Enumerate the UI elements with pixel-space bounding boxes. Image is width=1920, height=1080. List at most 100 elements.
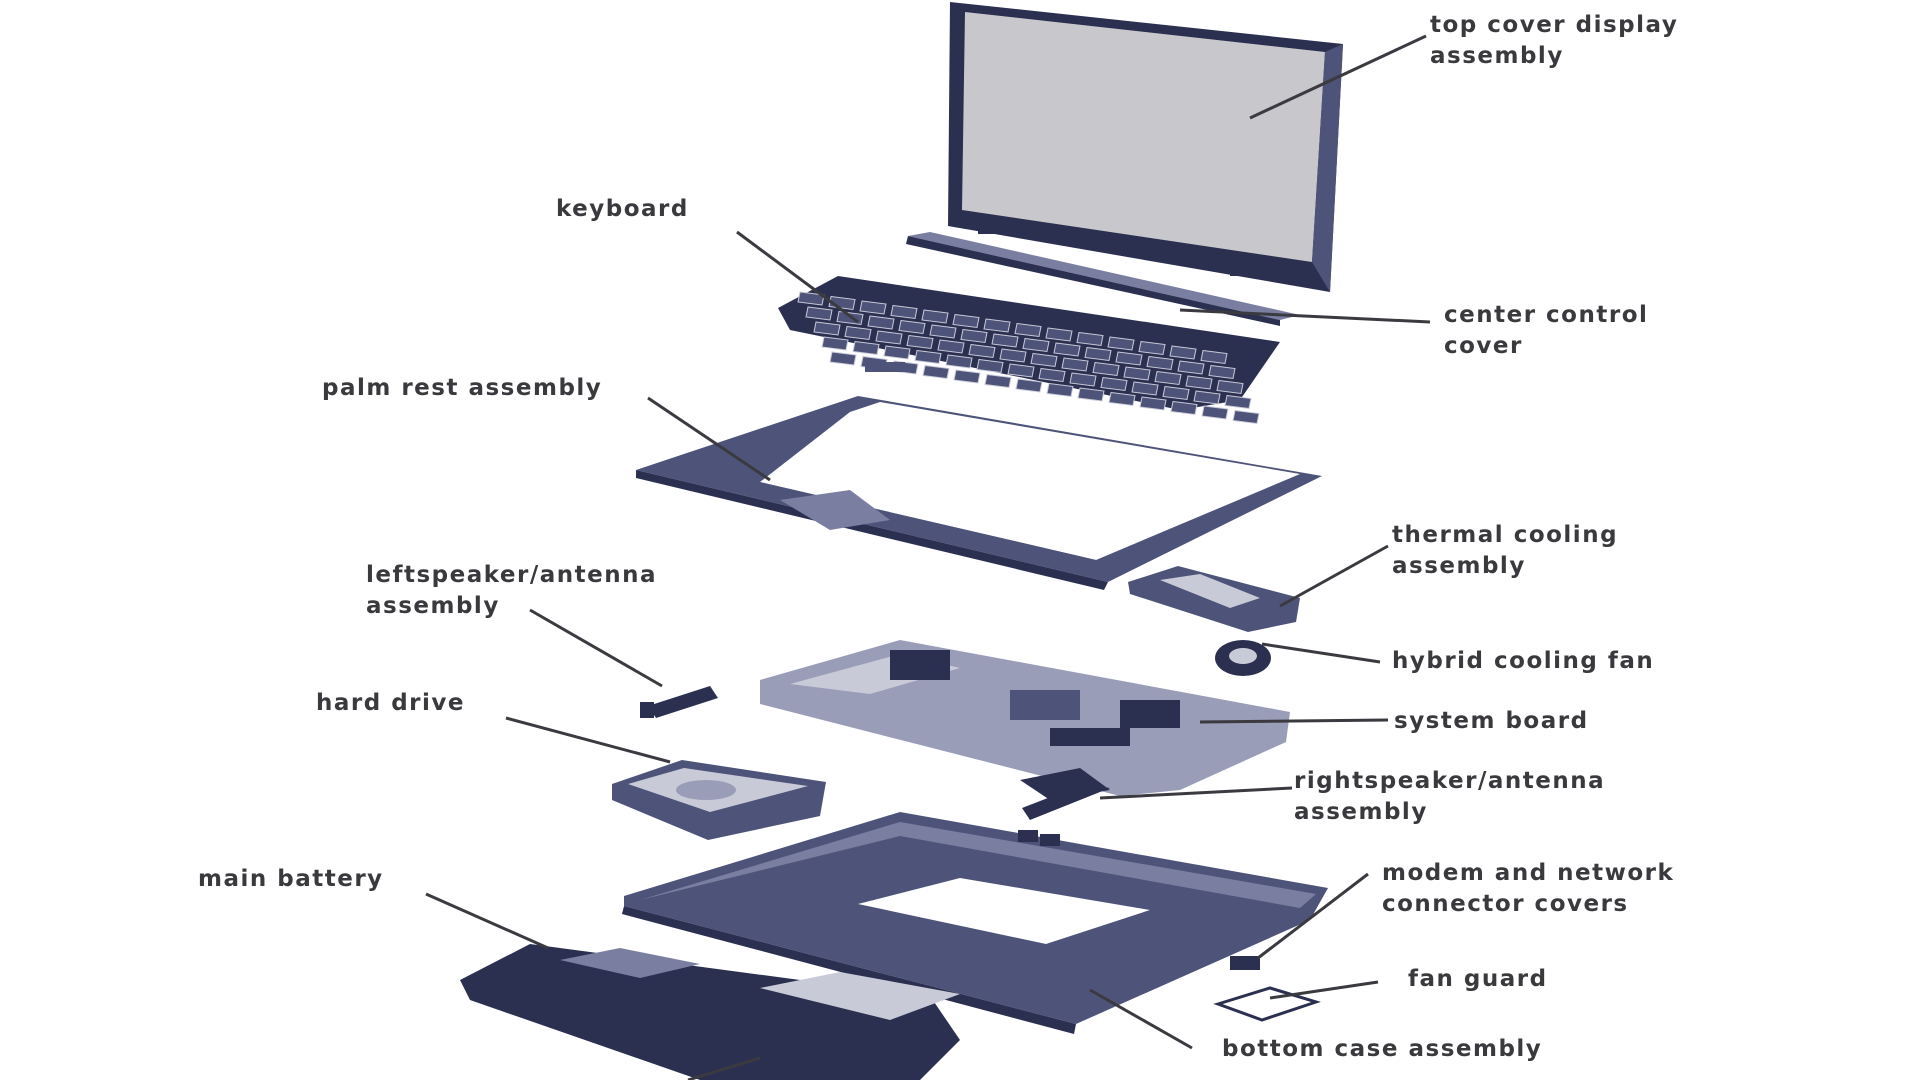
label-line: hard drive [316,690,465,716]
main-battery-part [460,944,960,1080]
keyboard-key [1123,366,1151,381]
keyboard-key [890,304,918,320]
keyboard-key [1077,387,1105,402]
label-line: cover [1444,333,1523,359]
keyboard-key [999,348,1027,363]
thermal-cooling-part [1128,566,1300,632]
label-line: main battery [198,866,384,892]
keyboard-key [1038,367,1066,383]
keyboard-key [937,339,965,354]
label-line: leftspeaker/antenna [366,562,658,588]
keyboard-key [1208,364,1236,380]
label-line: thermal cooling [1392,522,1619,548]
keyboard-key [1201,405,1229,420]
keyboard-key [968,343,996,359]
keyboard-key [813,321,841,336]
keyboard-key [976,358,1004,374]
keyboard-key [1170,400,1198,416]
display-assembly [948,2,1343,292]
modem-covers-part [1230,956,1260,970]
keyboard-key [1015,378,1043,393]
system-board-part [760,640,1290,800]
label-line: assembly [366,593,500,619]
label-right-speaker-antenna-assembly: rightspeaker/antenna assembly [1294,766,1605,828]
keyboard-key [929,324,957,339]
keyboard-key [1138,340,1166,356]
hard-drive-part [612,760,826,840]
keyboard-key [1216,379,1244,395]
keyboard-key [922,364,950,380]
label-line: assembly [1294,799,1428,825]
keyboard-key [797,291,825,306]
keyboard-key [1131,381,1159,396]
label-line: top cover display [1430,12,1679,38]
label-line: assembly [1430,43,1564,69]
keyboard-key [984,373,1012,389]
keyboard-key [945,354,973,369]
keyboard-key [1232,409,1260,425]
keyboard-key [983,318,1011,333]
label-line: hybrid cooling fan [1392,648,1655,674]
keyboard-key [1092,361,1120,377]
keyboard-key [1053,342,1081,357]
keyboard-key [829,351,857,366]
label-bottom-case-assembly: bottom case assembly [1222,1034,1542,1065]
keyboard-key [821,336,849,351]
keyboard-key [1154,370,1182,386]
keyboard-key [1200,349,1228,365]
label-fan-guard: fan guard [1408,964,1548,995]
keyboard-key [844,325,872,341]
label-line: assembly [1392,553,1526,579]
label-top-cover-display-assembly: top cover display assembly [1430,10,1678,72]
keyboard-key [805,306,833,321]
keyboard-key [867,315,895,330]
keyboard-key [991,333,1019,348]
keyboard-key [1139,396,1167,411]
keyboard-key [1146,355,1174,371]
keyboard-key [1022,337,1050,353]
keyboard-key [1162,385,1190,401]
keyboard-key [921,309,949,324]
palm-rest-part [636,396,1322,590]
keyboard-key [1224,394,1252,410]
keyboard-key [1185,375,1213,390]
label-main-battery: main battery [198,864,384,895]
label-hard-drive: hard drive [316,688,465,719]
label-modem-and-network-connector-covers: modem and network connector covers [1382,858,1674,920]
cooling-fan-part [1215,640,1271,676]
keyboard-key [859,300,887,315]
center-control-cover [906,232,1300,326]
label-palm-rest-assembly: palm rest assembly [322,373,602,404]
fan-guard-part [1213,986,1321,1022]
keyboard-key [952,313,980,329]
keyboard-key [1115,351,1143,366]
keyboard-key [906,334,934,350]
leader-lines [425,34,1431,1080]
left-speaker-part [640,686,718,718]
label-line: bottom case assembly [1222,1036,1543,1062]
keyboard-key [898,319,926,335]
keyboard-key [1100,376,1128,392]
keyboard-part [778,276,1280,425]
keyboard-key [1014,322,1042,338]
keyboard-key [1007,363,1035,378]
keyboard-key [1076,331,1104,347]
right-speaker-part [1022,784,1110,820]
label-system-board: system board [1394,706,1589,737]
keyboard-key [1169,345,1197,360]
label-hybrid-cooling-fan: hybrid cooling fan [1392,646,1654,677]
label-line: connector covers [1382,891,1629,917]
keyboard-key [1061,357,1089,372]
keyboard-key [1045,327,1073,342]
label-line: palm rest assembly [322,375,603,401]
keyboard-key [875,330,903,345]
keyboard-key [1030,352,1058,368]
keyboard-key [1108,391,1136,407]
keyboard-key [914,349,942,365]
keyboard-key [1046,382,1074,398]
label-line: modem and network [1382,860,1675,886]
keyboard-key [1084,346,1112,362]
keyboard-key [960,328,988,344]
label-keyboard: keyboard [556,194,689,225]
